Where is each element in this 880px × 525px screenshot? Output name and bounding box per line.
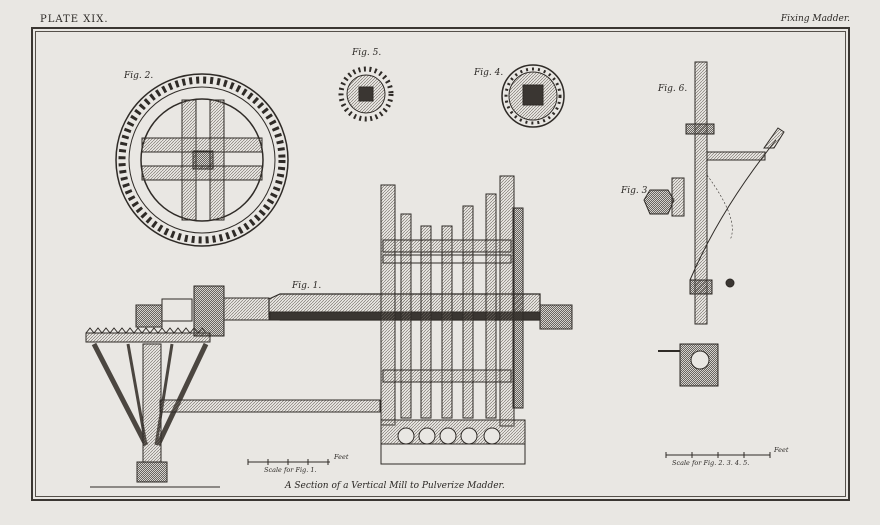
fig4-label: Fig. 4. bbox=[474, 68, 504, 78]
scale-fig2345-label: Scale for Fig. 2. 3. 4. 5. bbox=[672, 459, 750, 467]
plate-subject: Fixing Madder. bbox=[780, 14, 850, 24]
scale-fig2345-feet-label: Feet bbox=[774, 446, 789, 454]
fig5-small-wheel bbox=[338, 66, 394, 122]
fig3-label: Fig. 3. bbox=[621, 186, 651, 196]
fig5-label: Fig. 5. bbox=[352, 48, 382, 58]
fig2-cog-wheel bbox=[115, 73, 289, 247]
scale-fig1-label: Scale for Fig. 1. bbox=[264, 466, 317, 474]
scale-bars bbox=[247, 452, 771, 465]
fig1-label: Fig. 1. bbox=[292, 281, 322, 291]
fig4-round-plate bbox=[501, 64, 565, 128]
scale-fig1-feet-label: Feet bbox=[334, 453, 349, 461]
plate-frame bbox=[31, 27, 850, 501]
fig6-side-view bbox=[643, 61, 785, 387]
fig1-mill-section bbox=[85, 175, 573, 488]
fig6-label: Fig. 6. bbox=[658, 84, 688, 94]
plate-caption: A Section of a Vertical Mill to Pulveriz… bbox=[285, 481, 505, 491]
fig2-label: Fig. 2. bbox=[124, 71, 154, 81]
plate-number: PLATE XIX. bbox=[40, 14, 109, 25]
